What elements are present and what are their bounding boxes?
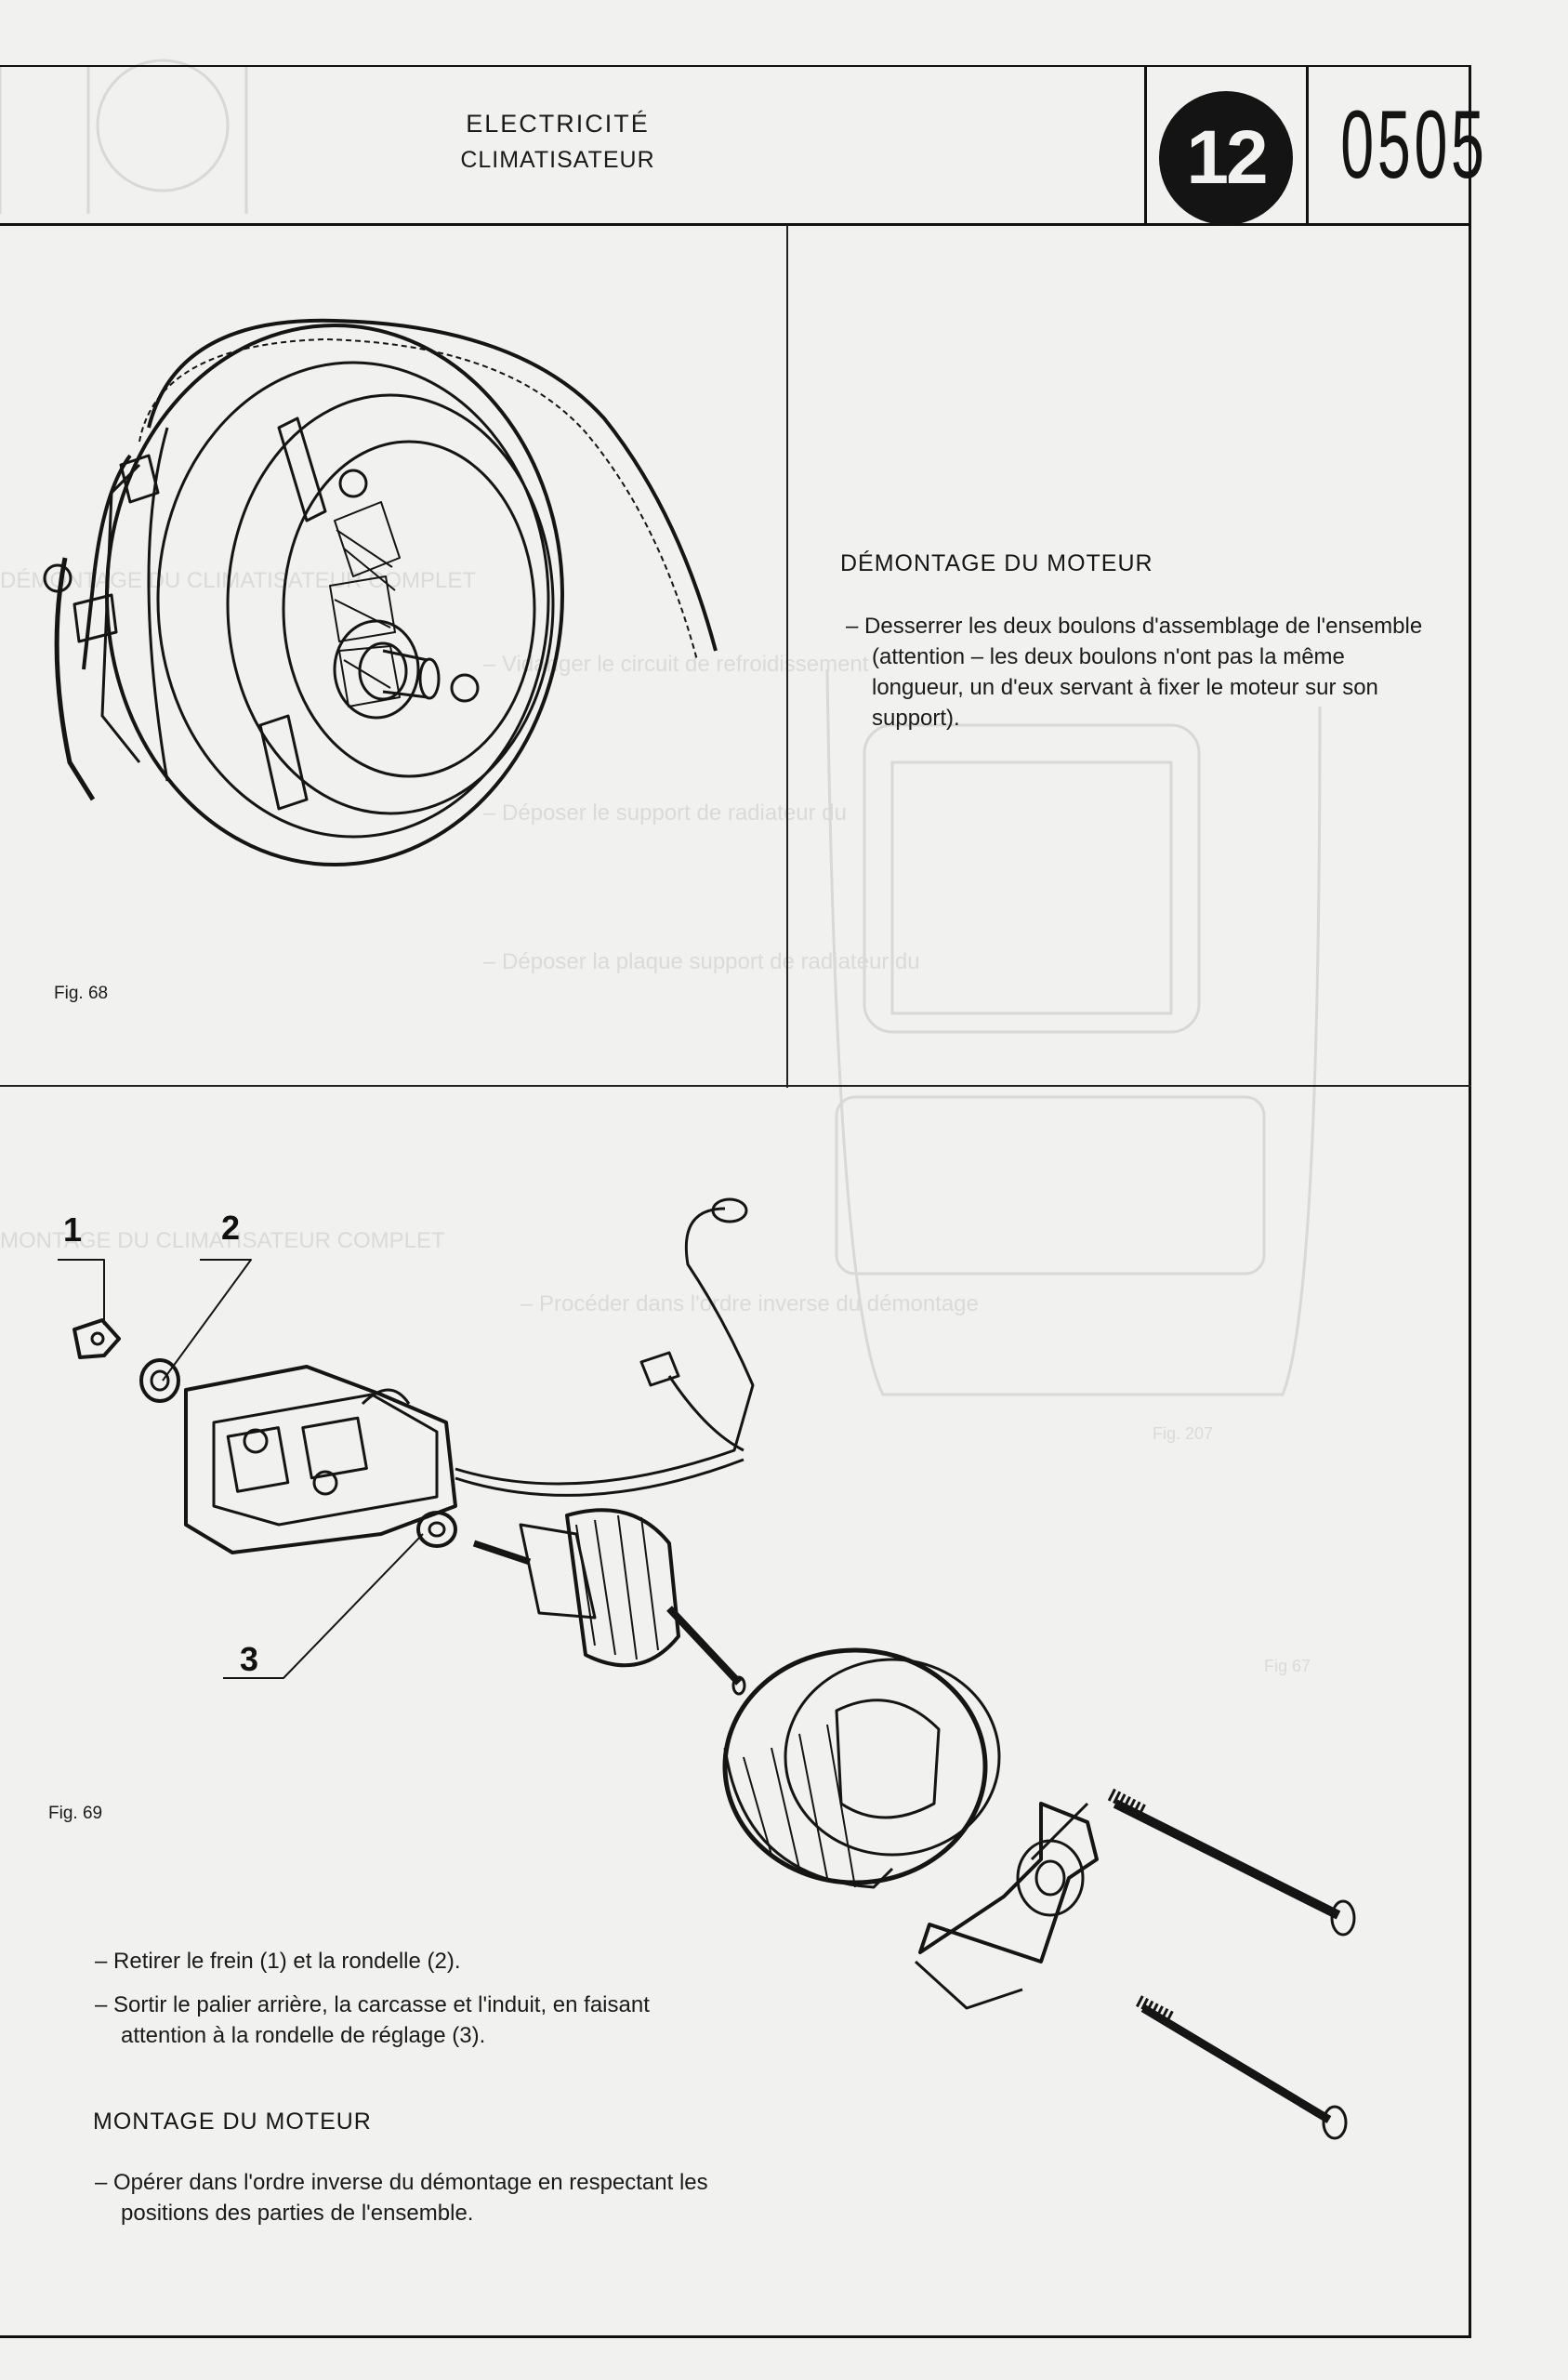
svg-text:MONTAGE DU CLIMATISATEUR COMPL: MONTAGE DU CLIMATISATEUR COMPLET [0,1228,445,1253]
bottom-rule [0,2335,1471,2338]
header-bottom-rule [0,223,1471,226]
dismantling-step: – Desserrer les deux boulons d'assemblag… [846,614,1423,731]
page-code: 0505 [1340,91,1488,199]
page-right-rule [1469,65,1471,2337]
svg-text:– Déposer la plaque support de: – Déposer la plaque support de radiateur… [483,949,920,974]
callout-2: 2 [221,1209,241,1247]
svg-text:Fig 67: Fig 67 [1264,1657,1311,1675]
row-divider [0,1085,1471,1087]
motor-assembled-illustration [43,318,718,866]
callout-1: 1 [63,1210,83,1249]
page-title: ELECTRICITÉ [466,110,650,138]
removal-step: – Retirer le frein (1) et la rondelle (2… [95,1949,461,1974]
header-divider [1144,65,1147,225]
removal-steps: – Retirer le frein (1) et la rondelle (2… [95,1946,690,2064]
assembly-steps: – Opérer dans l'ordre inverse du démonta… [95,2167,727,2241]
dismantling-heading: DÉMONTAGE DU MOTEUR [840,550,1153,576]
svg-text:Fig. 207: Fig. 207 [1153,1424,1213,1443]
figure-69-label: Fig. 69 [48,1804,103,1823]
header-top-rule [0,65,1471,67]
section-number-badge: 12 [1159,91,1293,225]
header-divider [1306,65,1309,225]
removal-step: – Sortir le palier arrière, la carcasse … [95,1992,650,2048]
dismantling-steps: – Desserrer les deux boulons d'assemblag… [846,611,1431,747]
svg-text:DÉMONTAGE DU CLIMATISATEUR COM: DÉMONTAGE DU CLIMATISATEUR COMPLET [0,568,476,593]
svg-text:– Procéder dans l'ordre invers: – Procéder dans l'ordre inverse du démon… [520,1291,979,1316]
callout-3: 3 [240,1640,259,1678]
column-divider [786,225,788,1088]
motor-exploded-illustration [58,1197,1356,2140]
assembly-step: – Opérer dans l'ordre inverse du démonta… [95,2170,708,2226]
assembly-heading: MONTAGE DU MOTEUR [93,2109,372,2135]
figure-68-label: Fig. 68 [54,984,109,1003]
svg-text:– Déposer le support de radiat: – Déposer le support de radiateur du [483,800,847,826]
page-subtitle: CLIMATISATEUR [460,147,655,173]
